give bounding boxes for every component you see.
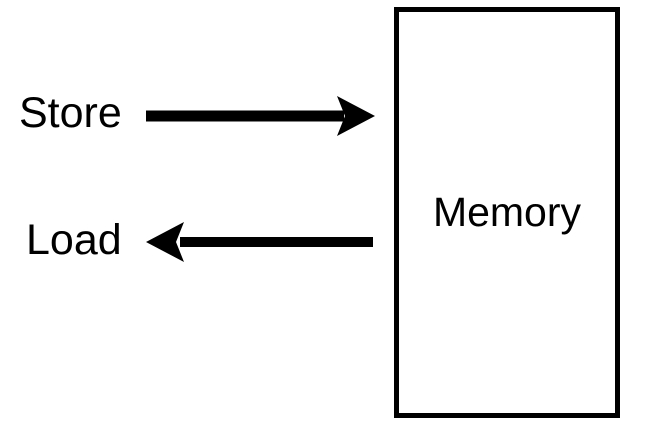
load-label: Load — [26, 216, 122, 264]
load-arrow-icon — [146, 222, 373, 262]
memory-label: Memory — [432, 189, 582, 235]
store-arrow-icon — [146, 96, 375, 136]
store-label: Store — [19, 89, 122, 137]
memory-node: Memory — [394, 7, 620, 418]
